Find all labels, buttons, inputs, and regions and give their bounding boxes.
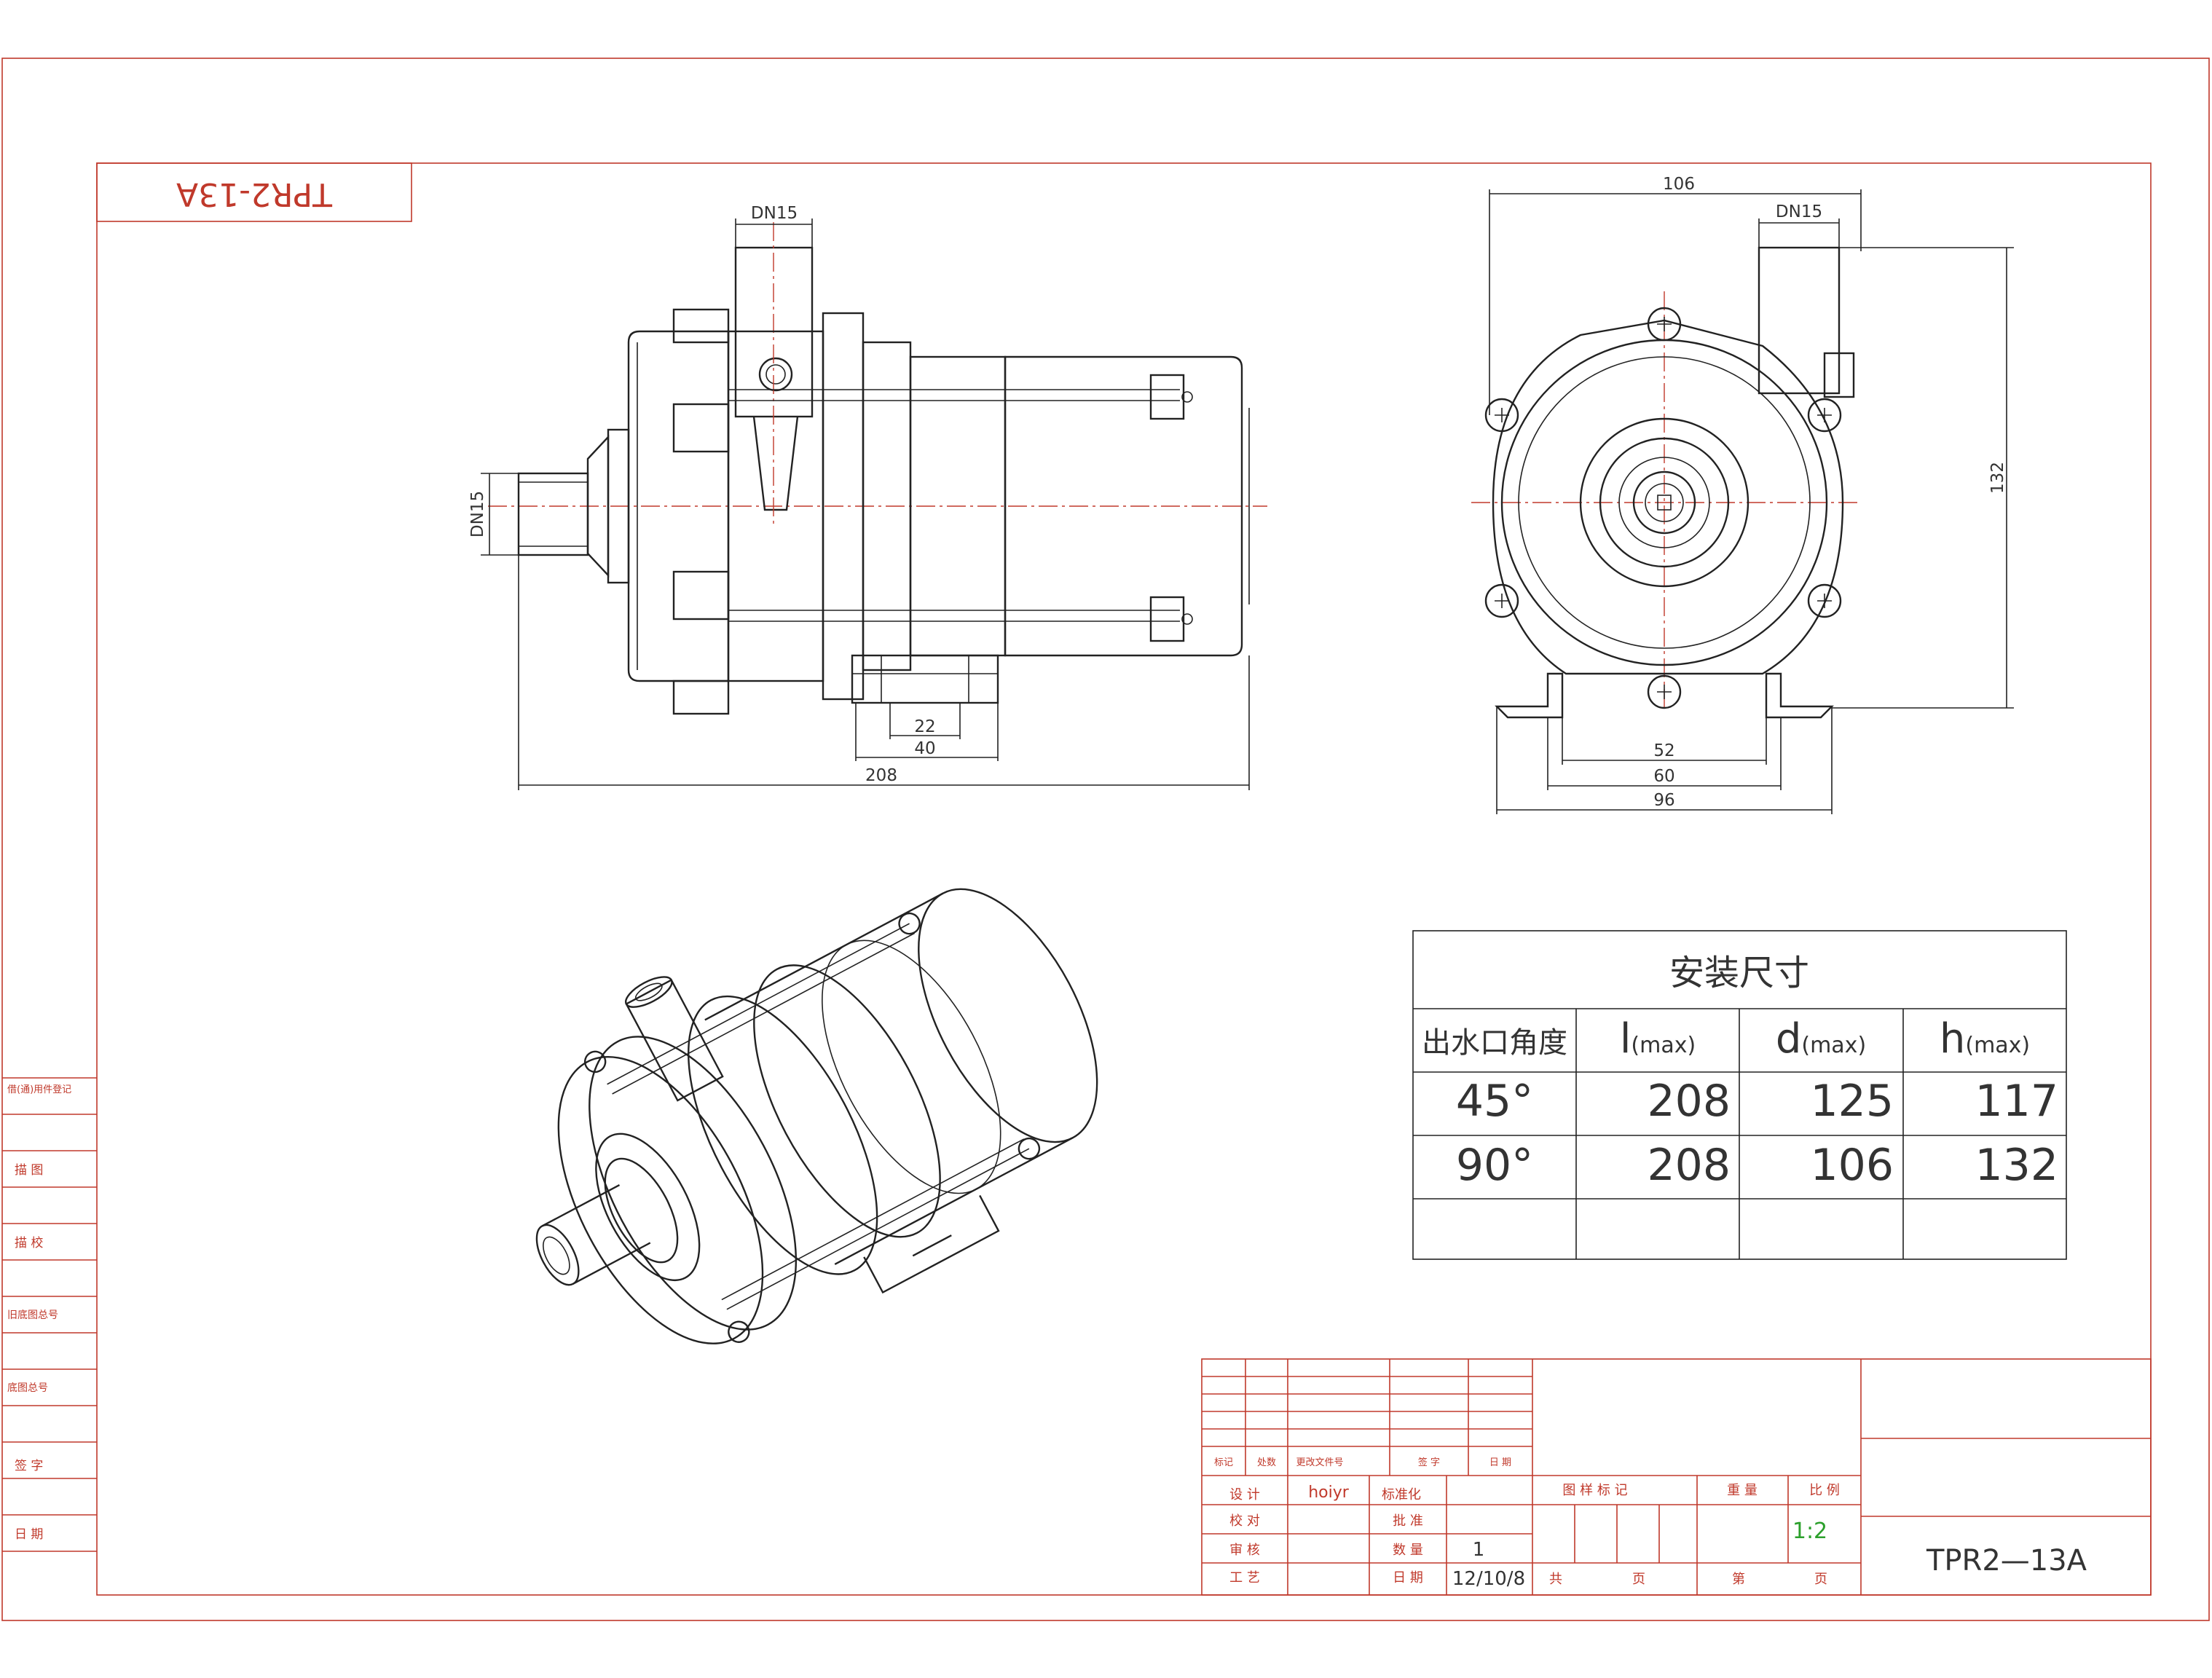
mirrored-code-box — [96, 162, 412, 222]
dim-base-40: 40 — [914, 739, 935, 758]
tb-check-label: 校 对 — [1229, 1513, 1260, 1529]
install-row1-l: 208 — [1647, 1076, 1731, 1127]
side-view — [488, 222, 1267, 715]
tb-quantity-label: 数 量 — [1393, 1543, 1423, 1558]
rev-header-sign: 签 字 — [1418, 1457, 1440, 1468]
dim-outlet-dn15: DN15 — [751, 204, 798, 223]
tb-scale: 1:2 — [1792, 1519, 1827, 1544]
install-header-h-max: (max) — [1965, 1033, 2030, 1058]
install-row2-d: 106 — [1810, 1140, 1894, 1191]
tb-scale-label: 比 例 — [1809, 1483, 1840, 1498]
install-header-d-max: (max) — [1801, 1033, 1866, 1058]
strip-label-signature: 签 字 — [15, 1459, 43, 1473]
dim-front-outlet-dn15: DN15 — [1776, 202, 1822, 221]
strip-label-date: 日 期 — [15, 1527, 43, 1542]
rev-header-count: 处数 — [1257, 1457, 1276, 1468]
install-header-h-symbol: h — [1940, 1015, 1966, 1063]
inner-border — [96, 162, 2152, 1596]
outer-border — [1, 58, 2210, 1621]
install-row1-h: 117 — [1975, 1076, 2058, 1127]
tb-drawing-number: TPR2—13A — [1926, 1544, 2087, 1577]
left-strip: 借(通)用件登记 描 图 描 校 旧底图总号 底图总号 签 字 日 期 — [2, 1077, 97, 1552]
install-row1-angle: 45° — [1456, 1076, 1533, 1127]
dim-width-96: 96 — [1653, 791, 1674, 810]
install-row2-h: 132 — [1975, 1140, 2058, 1191]
front-view — [1471, 246, 1857, 719]
tb-sheet-page-label: 页 — [1814, 1572, 1827, 1587]
dim-base-22: 22 — [914, 717, 935, 736]
tb-standardize-label: 标准化 — [1382, 1487, 1421, 1502]
install-row1-d: 125 — [1810, 1076, 1894, 1127]
rev-header-mark: 标记 — [1214, 1457, 1233, 1468]
tb-stage-label: 图 样 标 记 — [1562, 1483, 1627, 1498]
install-header-angle: 出水口角度 — [1422, 1026, 1567, 1060]
tb-sheet-label: 第 — [1732, 1572, 1745, 1587]
mirrored-part-code: TPR2-13A — [176, 176, 333, 213]
tb-weight-label: 重 量 — [1727, 1483, 1758, 1498]
install-table-title: 安装尺寸 — [1669, 953, 1809, 993]
install-row2-l: 208 — [1647, 1140, 1731, 1191]
tb-design-label: 设 计 — [1229, 1487, 1260, 1502]
tb-date-label: 日 期 — [1393, 1570, 1423, 1586]
tb-designer: hoiyr — [1308, 1484, 1350, 1502]
strip-label-base-no: 底图总号 — [7, 1382, 48, 1394]
tb-total-label: 共 — [1549, 1572, 1562, 1587]
strip-label-shared-parts: 借(通)用件登记 — [7, 1084, 71, 1095]
install-header-l-symbol: l — [1620, 1015, 1632, 1063]
tb-process-label: 工 艺 — [1229, 1570, 1260, 1586]
dim-length-208: 208 — [865, 766, 897, 785]
title-block: 标记 处数 更改文件号 签 字 日 期 设 计 hoiyr 标准化 校 对 批 … — [1201, 1358, 2152, 1596]
tb-page-label: 页 — [1632, 1572, 1645, 1587]
install-header-d-symbol: d — [1776, 1015, 1802, 1063]
install-header-l: l(max) — [1620, 1015, 1696, 1063]
tb-date: 12/10/8 — [1452, 1568, 1525, 1590]
front-view-dimensions: 106 DN15 132 52 60 96 — [1489, 175, 2014, 814]
isometric-view — [535, 888, 1098, 1344]
side-view-dimensions: DN15 DN15 22 40 208 — [468, 204, 1250, 790]
tb-approve-label: 批 准 — [1393, 1513, 1423, 1529]
dim-hole-52: 52 — [1653, 741, 1674, 760]
install-header-l-max: (max) — [1631, 1033, 1696, 1058]
strip-label-tracing: 描 图 — [15, 1163, 43, 1178]
dim-height-132: 132 — [1988, 462, 2007, 494]
install-header-h: h(max) — [1940, 1015, 2030, 1063]
install-row2-angle: 90° — [1456, 1140, 1533, 1191]
strip-label-old-base-no: 旧底图总号 — [7, 1309, 58, 1321]
tb-review-label: 审 核 — [1229, 1543, 1260, 1558]
rev-header-date: 日 期 — [1489, 1457, 1511, 1468]
install-header-d: d(max) — [1776, 1015, 1866, 1063]
dim-width-106: 106 — [1663, 175, 1695, 194]
dim-inlet-dn15: DN15 — [468, 491, 487, 537]
strip-label-tracing-check: 描 校 — [15, 1236, 43, 1250]
install-table: 安装尺寸 出水口角度 l(max) d(max) h(max) 45° 208 … — [1412, 930, 2067, 1260]
dim-base-60: 60 — [1653, 767, 1674, 786]
rev-header-doc: 更改文件号 — [1296, 1457, 1343, 1468]
tb-quantity: 1 — [1473, 1539, 1485, 1561]
